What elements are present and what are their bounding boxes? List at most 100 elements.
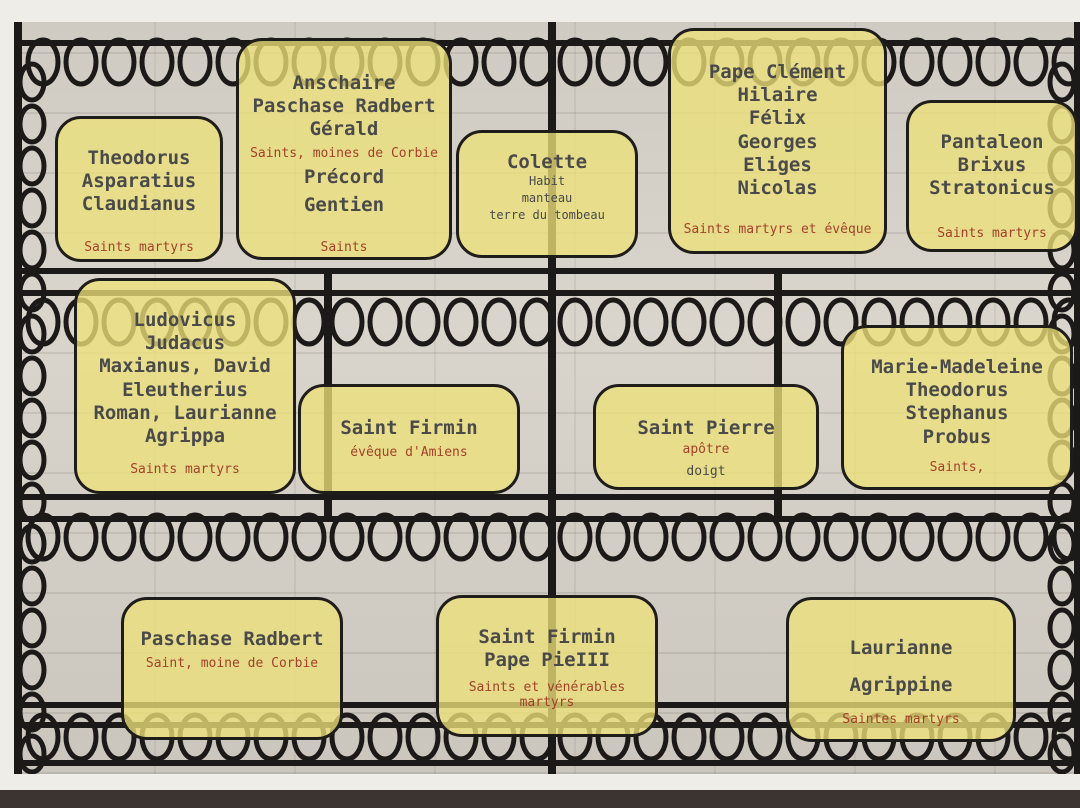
scroll-ornament bbox=[785, 512, 821, 562]
scroll-ornament bbox=[443, 297, 479, 347]
iron-bar bbox=[14, 40, 1080, 46]
scroll-ornament bbox=[671, 712, 707, 762]
scroll-ornament bbox=[557, 512, 593, 562]
name-line: Eliges bbox=[743, 153, 812, 176]
name-line: Pantaleon bbox=[940, 131, 1044, 153]
scroll-ornament bbox=[709, 297, 745, 347]
panel-pierre-name: Saint Pierre bbox=[637, 417, 775, 439]
scroll-ornament bbox=[709, 512, 745, 562]
panel-pierre-notes: apôtre doigt bbox=[596, 439, 816, 483]
scroll-ornament bbox=[329, 512, 365, 562]
scroll-ornament bbox=[253, 512, 289, 562]
name-line: Theodorus bbox=[905, 379, 1009, 402]
scroll-ornament bbox=[1047, 607, 1077, 649]
panel-paschase-caption: Saint, moine de Corbie bbox=[145, 656, 319, 671]
scroll-ornament bbox=[1047, 565, 1077, 607]
scroll-ornament bbox=[899, 512, 935, 562]
scroll-ornament bbox=[1013, 37, 1049, 87]
note-line: manteau bbox=[521, 190, 573, 205]
scroll-ornament bbox=[291, 297, 327, 347]
scroll-ornament bbox=[747, 512, 783, 562]
scroll-ornament bbox=[405, 297, 441, 347]
name-line: Agrippa bbox=[144, 424, 226, 447]
name-line: Ludovicus bbox=[133, 309, 237, 331]
panel-ludovicus-names: Ludovicus Judacus Maxianus, David Eleuth… bbox=[77, 309, 293, 448]
iron-bar bbox=[14, 760, 1080, 766]
scroll-ornament bbox=[101, 37, 137, 87]
scroll-ornament bbox=[443, 512, 479, 562]
panel-theodorus: Theodorus Asparatius Claudianus Saints m… bbox=[55, 116, 223, 262]
scroll-ornament bbox=[17, 145, 47, 187]
name-line: Hilaire bbox=[737, 84, 818, 107]
scroll-ornament bbox=[215, 512, 251, 562]
scroll-ornament bbox=[139, 37, 175, 87]
iron-bar bbox=[14, 516, 1080, 522]
scroll-ornament bbox=[1047, 649, 1077, 691]
scroll-ornament bbox=[481, 37, 517, 87]
name-line: Judacus bbox=[144, 332, 226, 355]
scroll-ornament bbox=[785, 297, 821, 347]
scroll-ornament bbox=[17, 481, 47, 523]
scroll-ornament bbox=[329, 712, 365, 762]
name-line: Claudianus bbox=[81, 193, 197, 216]
name-line: Asparatius bbox=[81, 170, 197, 193]
scroll-ornament bbox=[17, 523, 47, 565]
scroll-ornament bbox=[17, 355, 47, 397]
panel-paschase: Paschase Radbert Saint, moine de Corbie bbox=[121, 597, 343, 740]
name-line: Stephanus bbox=[905, 402, 1009, 425]
scroll-ornament bbox=[291, 512, 327, 562]
panel-pantaleon-caption: Saints martyrs bbox=[937, 226, 1047, 241]
panel-pantaleon: Pantaleon Brixus Stratonicus Saints mart… bbox=[906, 100, 1078, 252]
name-line: Laurianne bbox=[849, 637, 953, 659]
panel-anschaire-caption: Saints, moines de Corbie bbox=[250, 145, 438, 161]
scroll-ornament bbox=[709, 712, 745, 762]
name-line: Probus bbox=[922, 425, 992, 448]
scroll-ornament bbox=[633, 297, 669, 347]
name-line: Brixus bbox=[957, 154, 1027, 177]
scroll-ornament bbox=[481, 512, 517, 562]
scroll-ornament bbox=[937, 512, 973, 562]
name-line: Agrippine bbox=[849, 674, 953, 697]
scroll-ornament bbox=[937, 37, 973, 87]
scroll-ornament bbox=[633, 37, 669, 87]
scroll-ornament bbox=[595, 512, 631, 562]
panel-firmin-name: Saint Firmin bbox=[340, 417, 478, 439]
panel-theodorus-names: Theodorus Asparatius Claudianus bbox=[58, 147, 220, 217]
scroll-ornament bbox=[367, 512, 403, 562]
scroll-ornament bbox=[17, 187, 47, 229]
panel-clement: Pape Clément Hilaire Félix Georges Elige… bbox=[668, 28, 887, 254]
scroll-ornament bbox=[17, 103, 47, 145]
panel-firmin-pie-names: Saint Firmin Pape PieIII bbox=[439, 626, 655, 672]
scroll-ornament bbox=[367, 712, 403, 762]
name-line: Anschaire bbox=[292, 72, 396, 94]
name-line: Gérald bbox=[309, 118, 379, 141]
name-line: Gentien bbox=[303, 194, 385, 217]
panel-laurianne: Laurianne Agrippine Saintes martyrs bbox=[786, 597, 1016, 742]
panel-anschaire: Anschaire Paschase Radbert Gérald Saints… bbox=[236, 38, 452, 260]
panel-marie-names: Marie-Madeleine Theodorus Stephanus Prob… bbox=[844, 356, 1070, 449]
panel-anschaire-names: Anschaire Paschase Radbert Gérald bbox=[239, 72, 449, 142]
name-line: Précord bbox=[303, 165, 385, 188]
name-line: Eleutherius bbox=[122, 378, 248, 401]
panel-anschaire-names-second: Précord Gentien bbox=[239, 163, 449, 220]
scroll-ornament bbox=[405, 512, 441, 562]
scroll-ornament bbox=[671, 512, 707, 562]
panel-firmin-caption: évêque d'Amiens bbox=[350, 445, 468, 460]
scroll-ornament bbox=[177, 512, 213, 562]
name-line: Saint Firmin bbox=[478, 626, 616, 648]
scroll-ornament bbox=[63, 512, 99, 562]
scroll-ornament bbox=[177, 37, 213, 87]
iron-bar bbox=[14, 494, 1080, 500]
scroll-ornament bbox=[1013, 712, 1049, 762]
scroll-ornament bbox=[861, 512, 897, 562]
scroll-ornament bbox=[63, 712, 99, 762]
scroll-ornament bbox=[367, 297, 403, 347]
scroll-ornament bbox=[63, 37, 99, 87]
panel-marie-caption: Saints, bbox=[929, 460, 985, 475]
panel-laurianne-caption: Saintes martyrs bbox=[842, 712, 960, 727]
name-line: Theodorus bbox=[87, 147, 191, 169]
panel-firmin: Saint Firmin évêque d'Amiens bbox=[298, 384, 520, 494]
scroll-ornament bbox=[671, 297, 707, 347]
scroll-ornament bbox=[17, 229, 47, 271]
panel-clement-names: Pape Clément Hilaire Félix Georges Elige… bbox=[671, 61, 884, 200]
